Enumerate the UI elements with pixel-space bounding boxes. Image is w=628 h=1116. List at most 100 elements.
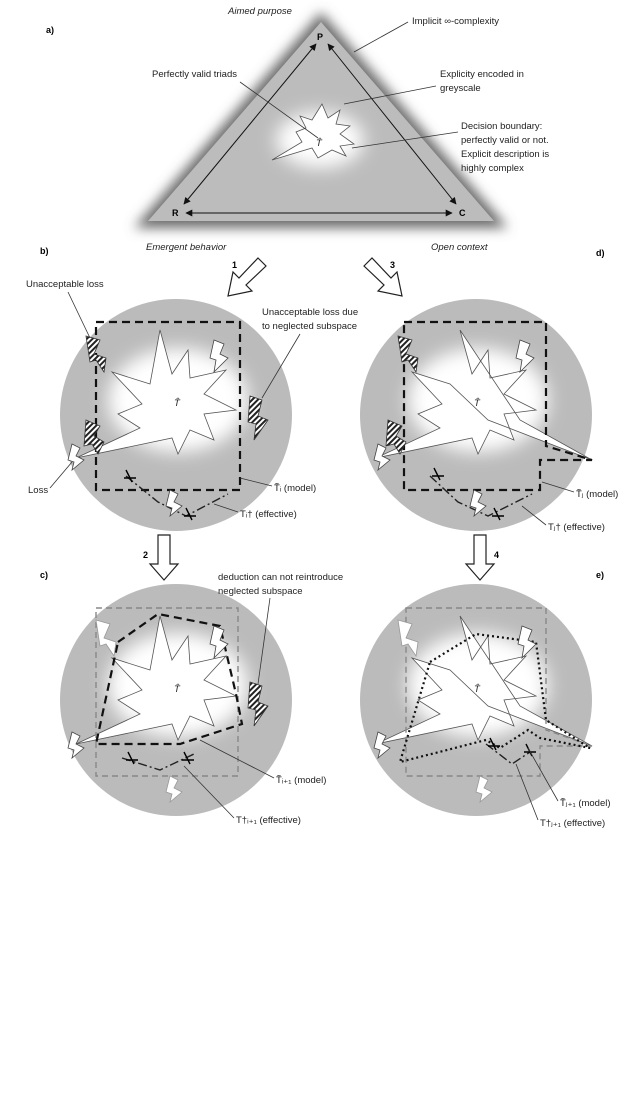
previous-model-boundary-c [95, 607, 239, 777]
leader-model-e [527, 747, 559, 802]
hatched-bolt-icon [385, 419, 407, 455]
panel-label-a: a) [46, 25, 54, 35]
leader-effective-b [213, 503, 239, 513]
label-neglected-line1: Unacceptable loss due [262, 307, 358, 318]
panel-c: T̂ deduction can not reintroduce neglect… [60, 572, 343, 826]
hatched-bolt-icon [247, 395, 269, 441]
callout-boundary-line1: Decision boundary: [461, 121, 542, 132]
block-arrow-icon [464, 534, 496, 581]
lightning-bolt-icon [373, 731, 391, 760]
cross-marker-icon [488, 737, 500, 751]
lightning-bolt-icon [515, 339, 535, 374]
callout-boundary-line4: highly complex [461, 163, 524, 174]
lightning-bolt-icon [67, 731, 85, 760]
effective-boundary-e [485, 743, 531, 765]
model-boundary-e [398, 632, 591, 764]
label-neglected-line2: to neglected subspace [262, 321, 357, 332]
label-effective-c: T†ᵢ₊₁ (effective) [236, 815, 301, 826]
step-label-1: 1 [232, 260, 237, 270]
hatched-bolt-icon [83, 419, 105, 455]
model-boundary-b [94, 320, 242, 492]
lightning-bolt-icon [165, 489, 183, 518]
leader-model-c [199, 739, 275, 779]
lightning-bolt-icon [373, 443, 391, 472]
leader-effective-d [521, 505, 547, 526]
lightning-bolt-icon [517, 625, 537, 660]
label-effective-b: Tᵢ† (effective) [240, 509, 297, 520]
leader-model-b [239, 477, 273, 487]
model-boundary-d [402, 320, 593, 492]
faint-bolt-icon [165, 775, 183, 804]
label-model-d: T̃ⱼ (model) [576, 488, 618, 500]
hatched-bolt-icon [85, 335, 107, 374]
leader-deduction [257, 597, 271, 685]
faint-bolt-icon [95, 619, 117, 658]
label-open-context: Open context [431, 242, 488, 253]
t-hat-b: T̂ [174, 397, 181, 409]
lightning-bolt-icon [209, 339, 229, 374]
leader-neglected [261, 333, 301, 399]
t-hat-a: T̂ [316, 137, 323, 149]
leader-model-d [541, 481, 575, 493]
callout-greyscale-line2: greyscale [440, 83, 481, 94]
cross-marker-icon [492, 507, 504, 521]
label-model-e: T̃ⱼ₊₁ (model) [560, 797, 611, 809]
leader-complexity [353, 21, 409, 53]
step-arrow-3: 3 [363, 257, 403, 297]
vertex-p: P [317, 32, 323, 42]
panel-label-c: c) [40, 570, 48, 580]
callout-triads: Perfectly valid triads [152, 69, 237, 80]
leader-effective-c [183, 765, 235, 819]
step-label-3: 3 [390, 260, 395, 270]
block-arrow-icon [363, 257, 403, 297]
decision-boundary-star [75, 615, 238, 745]
label-deduction-line2: neglected subspace [218, 586, 303, 597]
cross-marker-icon [432, 467, 444, 481]
callout-greyscale-line1: Explicity encoded in [440, 69, 524, 80]
leader-triads [239, 81, 319, 139]
vertex-c: C [459, 208, 466, 218]
decision-boundary-star [375, 329, 593, 461]
lightning-bolt-icon [469, 489, 487, 518]
panel-label-b: b) [40, 246, 49, 256]
panel-a: a) T̂ P R C Aimed purpose Emergent behav… [46, 6, 549, 253]
step-label-2: 2 [143, 550, 148, 560]
vertex-r: R [172, 208, 179, 218]
panel-e: T̂ T̃ⱼ₊₁ (model) T†ⱼ₊₁ (effective) [360, 584, 611, 829]
leader-loss [49, 461, 73, 489]
label-loss: Loss [28, 485, 48, 496]
effective-boundary-d [429, 475, 533, 517]
arrow-p-r [183, 43, 317, 205]
step-arrow-2: 2 [143, 534, 180, 581]
panel-d: T̂ T̃ⱼ (model) Tⱼ† (effective) [360, 299, 618, 533]
label-unacceptable-loss: Unacceptable loss [26, 279, 104, 290]
panel-label-d: d) [596, 248, 605, 258]
cross-marker-icon [124, 469, 136, 483]
t-hat-c: T̂ [174, 683, 181, 695]
leader-unacceptable-loss [67, 291, 91, 339]
label-model-c: T̃ᵢ₊₁ (model) [276, 774, 326, 786]
decision-boundary-star [75, 329, 238, 459]
panel-b: T̂ Unacceptable loss Unacceptable loss d… [26, 279, 358, 531]
callout-boundary-line2: perfectly valid or not. [461, 135, 549, 146]
arrow-p-c [327, 43, 457, 205]
label-deduction-line1: deduction can not reintroduce [218, 572, 343, 583]
callout-complexity: Implicit ∞-complexity [412, 16, 499, 27]
panel-label-e: e) [596, 570, 604, 580]
label-effective-e: T†ⱼ₊₁ (effective) [540, 818, 605, 829]
cross-marker-icon [182, 751, 194, 765]
model-boundary-c [94, 612, 244, 746]
step-label-4: 4 [494, 550, 499, 560]
leader-effective-e [515, 763, 539, 821]
label-emergent-behavior: Emergent behavior [146, 242, 227, 253]
cross-marker-icon [126, 751, 138, 765]
block-arrow-icon [148, 534, 180, 581]
callout-boundary-line3: Explicit description is [461, 149, 549, 160]
previous-model-boundary-e [405, 607, 593, 777]
faint-bolt-icon [397, 619, 419, 658]
label-aimed-purpose: Aimed purpose [227, 6, 292, 17]
block-arrow-icon [227, 257, 267, 297]
cross-marker-icon [184, 507, 196, 521]
decision-boundary-star [375, 615, 593, 747]
